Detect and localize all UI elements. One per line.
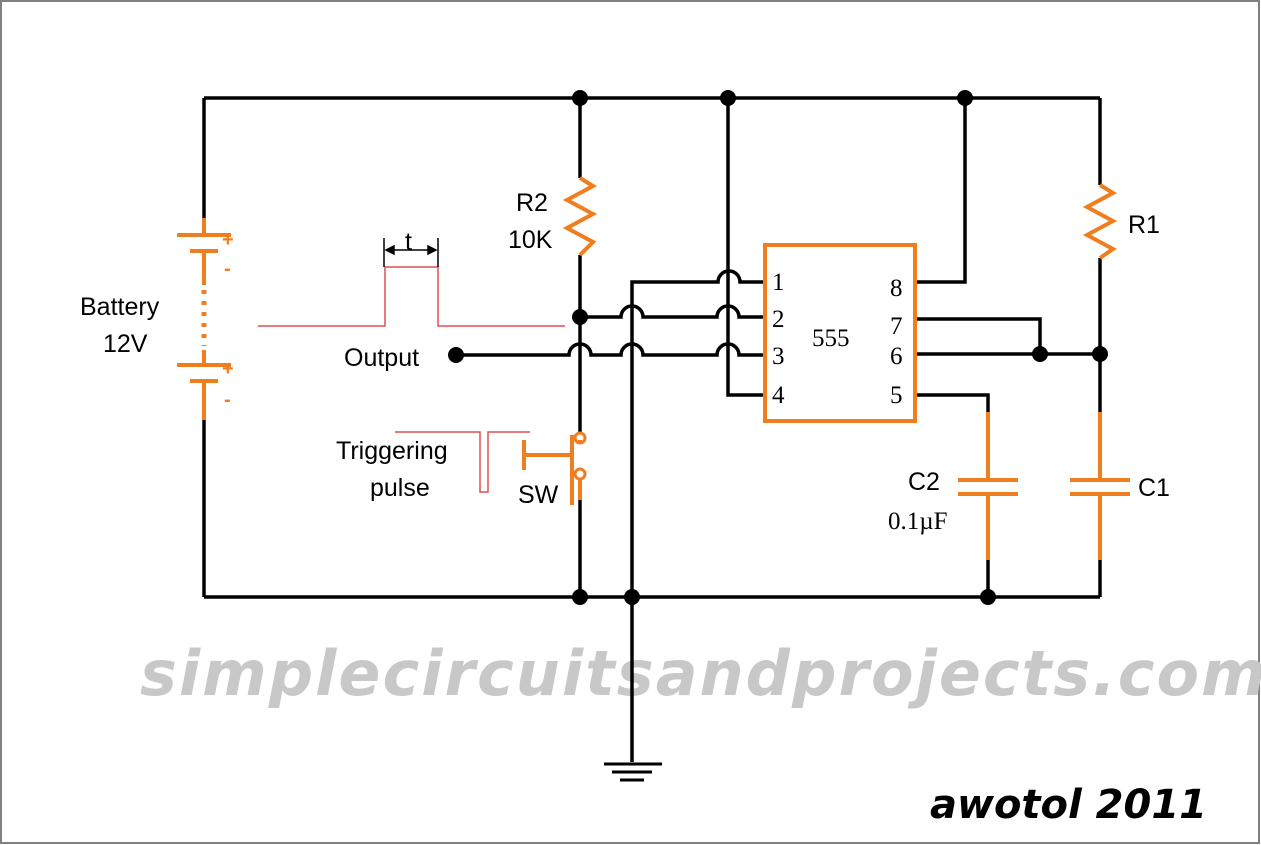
switch-label: SW bbox=[518, 481, 559, 509]
c1-capacitor bbox=[1070, 412, 1130, 560]
pin-1-label: 1 bbox=[772, 269, 785, 296]
trigger-pulse bbox=[395, 431, 530, 493]
r2-resistor bbox=[562, 176, 598, 257]
output-terminal bbox=[448, 347, 464, 363]
pin-5-label: 5 bbox=[890, 382, 903, 409]
pin-4-label: 4 bbox=[772, 382, 785, 409]
pin5-wire bbox=[915, 393, 990, 412]
output-pulse bbox=[258, 266, 565, 327]
pin-2-label: 2 bbox=[772, 306, 785, 333]
switch-button bbox=[522, 440, 572, 470]
output-wire bbox=[458, 342, 765, 357]
battery-minus-2: - bbox=[224, 389, 231, 411]
switch-contacts bbox=[573, 431, 587, 481]
wires bbox=[202, 96, 1102, 762]
c2-label: C2 bbox=[908, 468, 940, 496]
junction-dot bbox=[624, 589, 640, 605]
pin-7-label: 7 bbox=[890, 313, 903, 340]
ground-symbol bbox=[604, 762, 662, 782]
r2-label: R2 bbox=[516, 189, 548, 217]
r1-resistor bbox=[1082, 183, 1118, 260]
pin-6-label: 6 bbox=[890, 343, 903, 370]
pulse-waveforms bbox=[258, 266, 565, 493]
battery-cell-top bbox=[177, 218, 231, 285]
pulse-width-marker bbox=[383, 238, 439, 267]
switch-contact-bottom bbox=[573, 467, 587, 481]
r1-label: R1 bbox=[1128, 211, 1160, 239]
pin1-wire bbox=[630, 269, 765, 597]
junction-dot bbox=[1092, 346, 1108, 362]
battery-minus-1: - bbox=[224, 258, 231, 280]
junction-dot bbox=[980, 589, 996, 605]
trigger-label-line1: Triggering bbox=[336, 437, 448, 465]
battery-plus-1: + bbox=[222, 229, 234, 251]
pin4-wire bbox=[726, 98, 765, 397]
junctions bbox=[448, 90, 1108, 605]
junction-dot bbox=[957, 90, 973, 106]
author-signature: awotol 2011 bbox=[930, 782, 1207, 828]
battery-label: Battery bbox=[80, 293, 160, 321]
pin-8-label: 8 bbox=[890, 275, 903, 302]
pin2-wire bbox=[580, 304, 765, 319]
battery-voltage-label: 12V bbox=[103, 330, 148, 358]
pin8-wire bbox=[915, 98, 967, 284]
junction-dot bbox=[572, 589, 588, 605]
c2-value-label: 0.1µF bbox=[888, 508, 948, 535]
pin-3-label: 3 bbox=[772, 343, 785, 370]
pulse-width-label: t bbox=[405, 228, 412, 256]
junction-dot bbox=[720, 90, 736, 106]
junction-dot bbox=[1032, 346, 1048, 362]
c1-label: C1 bbox=[1138, 474, 1170, 502]
components bbox=[177, 176, 1130, 560]
c2-capacitor bbox=[958, 412, 1018, 560]
r2-value-label: 10K bbox=[508, 226, 553, 254]
output-label: Output bbox=[344, 344, 419, 372]
trigger-label-line2: pulse bbox=[370, 474, 430, 502]
junction-dot bbox=[572, 90, 588, 106]
watermark: simplecircuitsandprojects.com bbox=[140, 637, 1261, 710]
junction-dot bbox=[572, 309, 588, 325]
ic-555-body bbox=[763, 243, 917, 423]
ic-label: 555 bbox=[812, 325, 850, 352]
battery-cell-bottom bbox=[177, 350, 231, 420]
battery-plus-2: + bbox=[222, 358, 234, 380]
pin7-wire bbox=[915, 317, 1042, 354]
